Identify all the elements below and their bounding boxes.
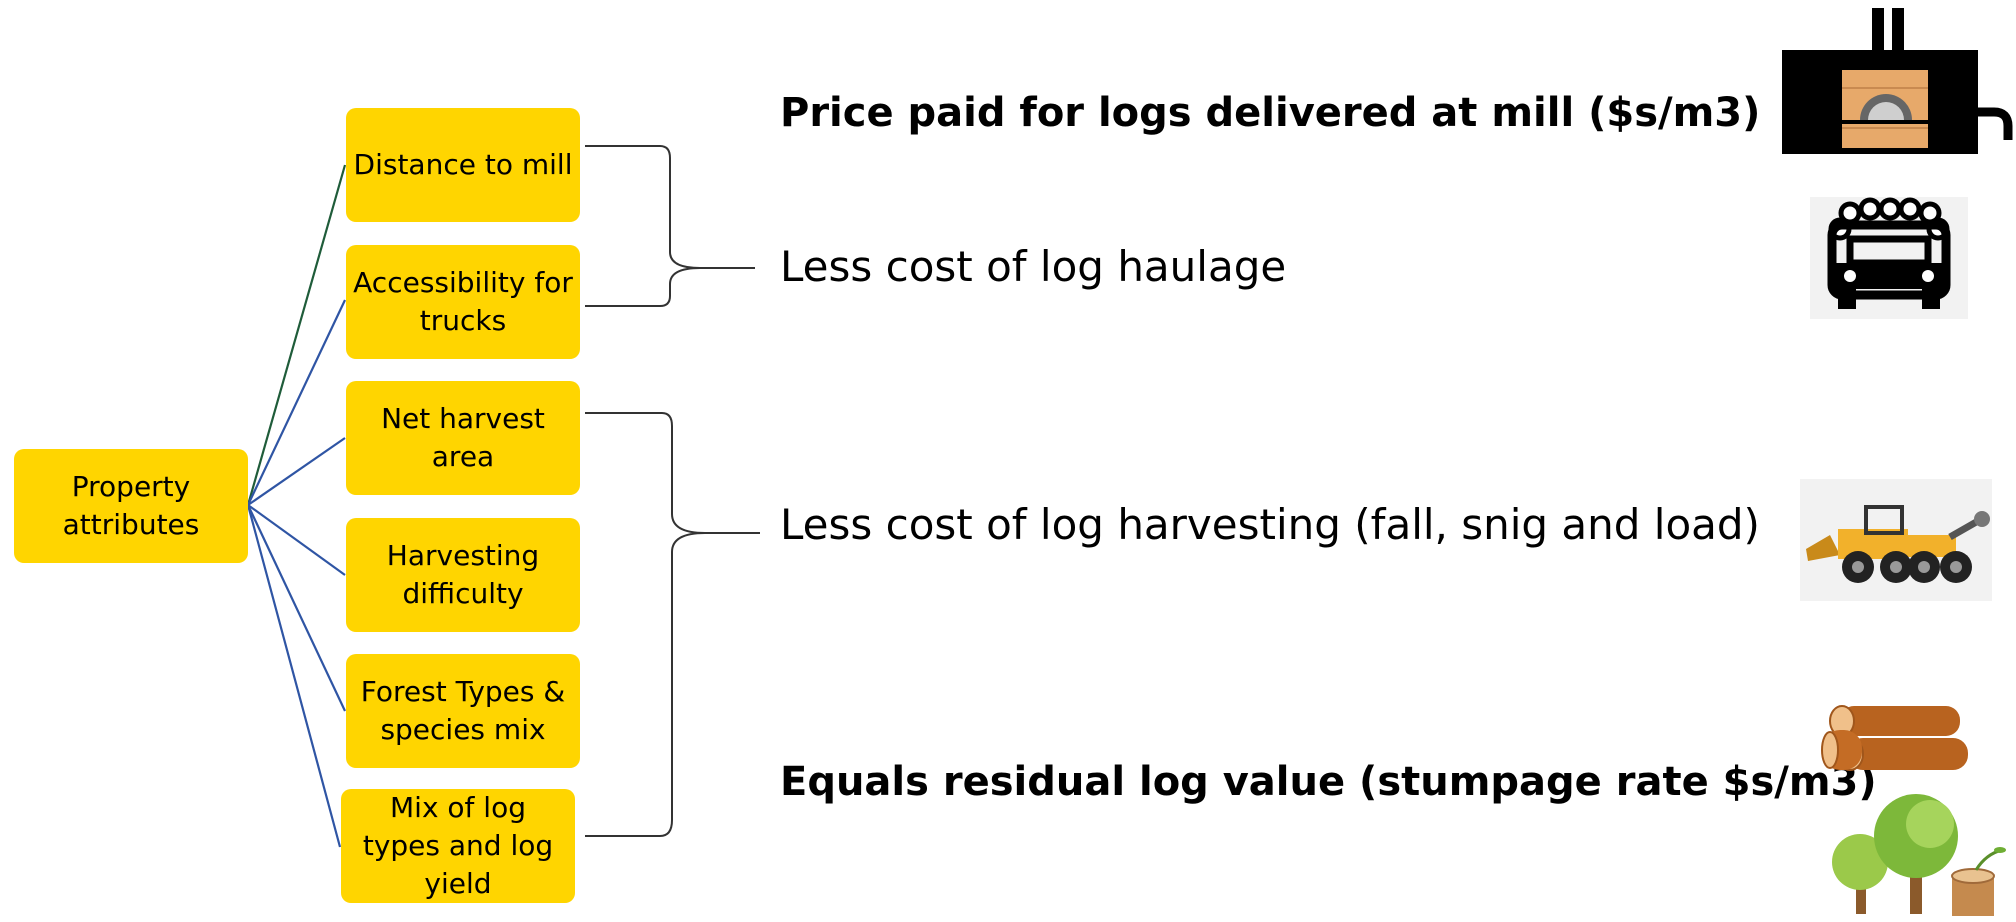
outcome-harvesting: Less cost of log harvesting (fall, snig …	[780, 500, 1760, 549]
connector-log-mix	[246, 504, 342, 848]
connector-accessibility	[247, 299, 346, 506]
bracket-harvesting	[585, 412, 760, 837]
connector-forest-types	[247, 504, 346, 712]
outcome-price: Price paid for logs delivered at mill ($…	[780, 90, 1761, 136]
connector-harvesting-difficulty	[247, 504, 346, 576]
outcome-residual: Equals residual log value (stumpage rate…	[780, 759, 1877, 805]
bracket-haulage	[585, 145, 755, 307]
node-forest-types: Forest Types & species mix	[346, 654, 580, 768]
node-label: Harvesting difficulty	[386, 539, 540, 610]
node-label: Distance to mill	[353, 148, 573, 181]
outcome-haulage: Less cost of log haulage	[780, 242, 1287, 291]
node-harvesting-difficulty: Harvesting difficulty	[346, 518, 580, 632]
node-net-harvest-area: Net harvest area	[346, 381, 580, 495]
node-property-attributes: Property attributes	[14, 449, 248, 563]
connector-net-harvest	[247, 437, 346, 506]
log-truck-icon	[1810, 197, 1968, 319]
node-label: Net harvest area	[381, 402, 545, 473]
node-accessibility-for-trucks: Accessibility for trucks	[346, 245, 580, 359]
sawmill-icon	[1782, 8, 2013, 154]
node-label: Accessibility for trucks	[353, 266, 573, 337]
skidder-icon	[1800, 479, 1992, 601]
node-label: Forest Types & species mix	[360, 675, 566, 746]
logs-icon	[1821, 705, 1968, 771]
node-label: Mix of log types and log yield	[362, 791, 554, 900]
connector-distance	[246, 164, 347, 506]
node-distance-to-mill: Distance to mill	[346, 108, 580, 222]
node-log-types-yield: Mix of log types and log yield	[341, 789, 575, 903]
node-label: Property attributes	[62, 470, 200, 541]
trees-stump-icon	[1832, 794, 2006, 916]
